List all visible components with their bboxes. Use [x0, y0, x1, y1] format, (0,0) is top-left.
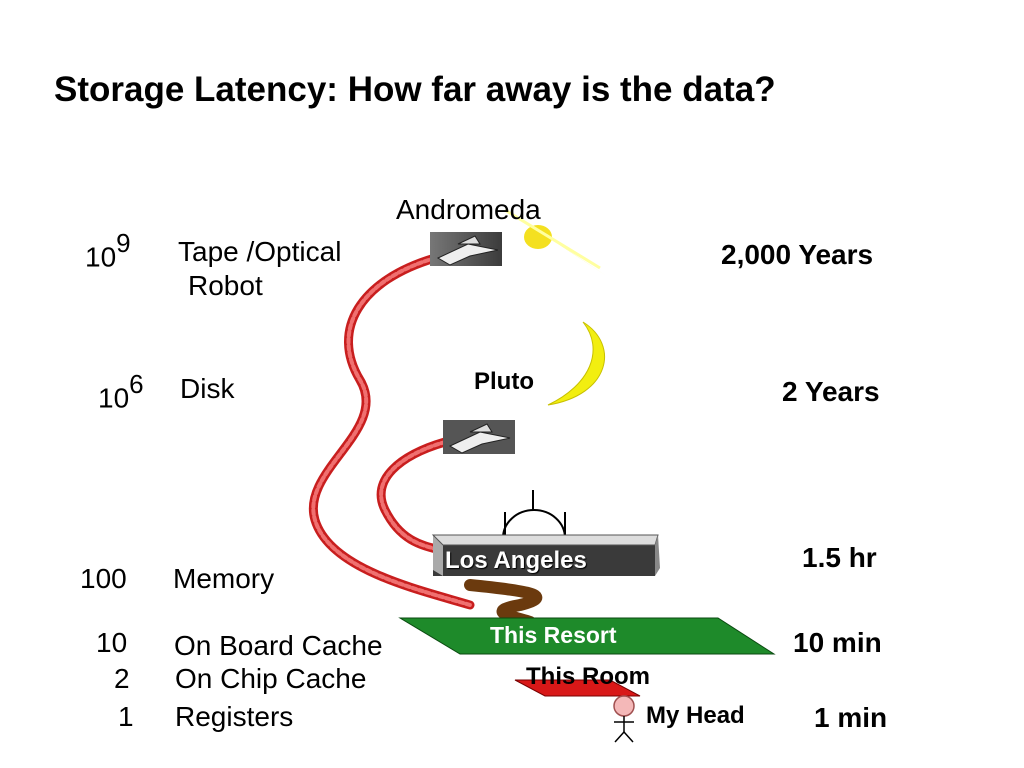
- exp-base: 10: [98, 382, 130, 414]
- building-icon: [431, 490, 660, 576]
- page-title: Storage Latency: How far away is the dat…: [54, 70, 776, 109]
- level-memory-name: Memory: [173, 563, 275, 594]
- level-registers-value: 1: [118, 701, 134, 732]
- place-this-room: This Room: [526, 663, 650, 690]
- time-tape: 2,000 Years: [721, 239, 874, 270]
- exp-base: 10: [85, 241, 117, 273]
- level-disk-exponent: 106: [98, 369, 144, 414]
- level-onboard-name: On Board Cache: [174, 630, 383, 661]
- place-this-resort: This Resort: [490, 622, 617, 648]
- level-disk-name: Disk: [180, 373, 235, 404]
- space-shuttle-icon: [443, 420, 515, 454]
- level-onboard-value: 10: [96, 627, 128, 658]
- place-los-angeles: Los Angeles: [445, 547, 587, 574]
- time-memory: 1.5 hr: [802, 542, 877, 573]
- level-memory-value: 100: [80, 563, 127, 594]
- level-tape-name: Tape /Optical: [178, 236, 342, 267]
- level-tape-exponent: 109: [85, 228, 131, 273]
- galaxy-icon: [498, 205, 605, 275]
- space-shuttle-icon: [430, 232, 502, 266]
- level-onchip-name: On Chip Cache: [175, 663, 367, 694]
- level-registers-name: Registers: [175, 701, 294, 732]
- place-my-head: My Head: [646, 702, 745, 729]
- time-disk: 2 Years: [782, 376, 880, 407]
- resort-shape: [398, 617, 776, 655]
- exp-power: 6: [129, 369, 144, 399]
- path-icon: [464, 579, 543, 628]
- level-onchip-value: 2: [114, 663, 130, 694]
- rope-path-icon: [308, 253, 475, 610]
- level-tape-name-line2: Robot: [188, 270, 263, 301]
- stick-figure-icon: [613, 695, 635, 743]
- moon-icon: [547, 321, 606, 406]
- place-pluto: Pluto: [474, 368, 534, 395]
- place-andromeda: Andromeda: [396, 194, 541, 225]
- time-registers: 1 min: [814, 702, 888, 733]
- exp-power: 9: [116, 228, 131, 258]
- room-shape: [514, 679, 641, 697]
- time-onboard: 10 min: [793, 627, 882, 658]
